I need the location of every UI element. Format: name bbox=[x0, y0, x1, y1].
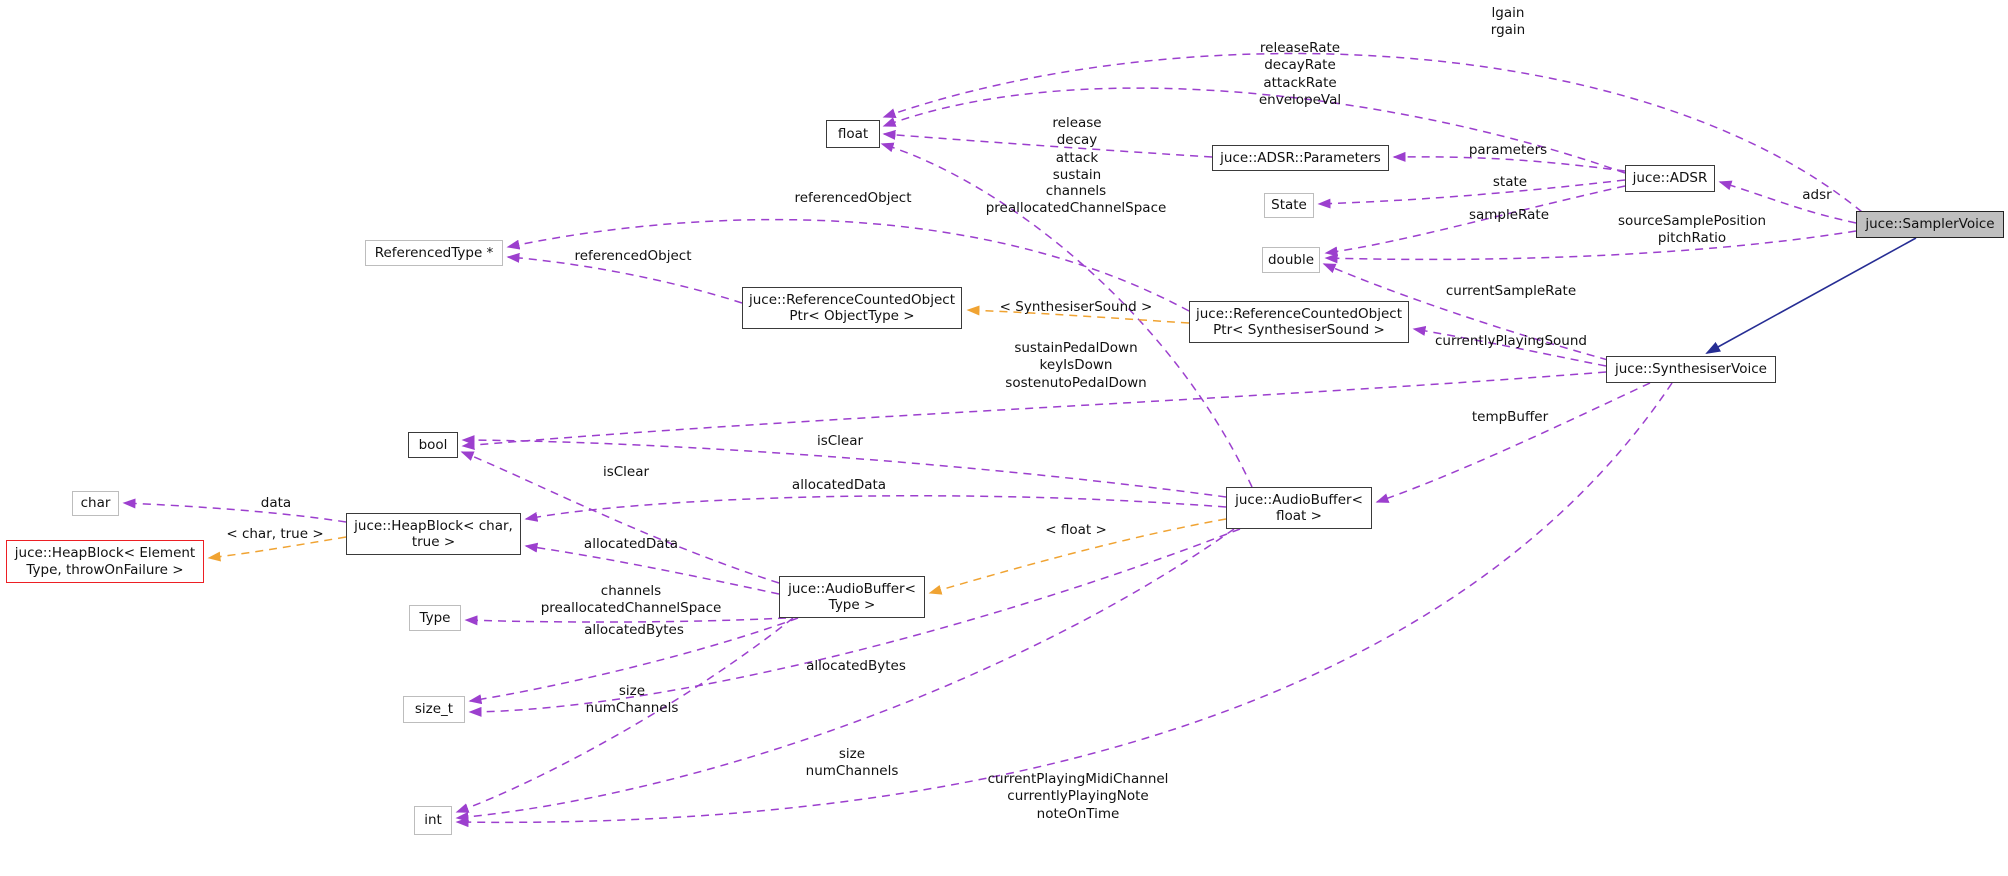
edge-currentlyPlayingSound bbox=[1412, 325, 1607, 367]
edge-label-releaseRates: releaseRate decayRate attackRate envelop… bbox=[1258, 40, 1342, 108]
edge-label-release: release decay attack sustain bbox=[1052, 115, 1102, 183]
edge-label-state: state bbox=[1492, 174, 1528, 190]
edge-label-curSound: currentlyPlayingSound bbox=[1435, 333, 1587, 349]
edge-midi-fields bbox=[455, 382, 1673, 828]
edge-label-tmpl-ss: < SynthesiserSound > bbox=[999, 299, 1153, 315]
edge-label-tempBuffer: tempBuffer bbox=[1471, 409, 1549, 425]
node-sizet: size_t bbox=[403, 696, 465, 723]
edge-template-char-true bbox=[207, 536, 347, 562]
edge-label-channels-f: channels preallocatedChannelSpace bbox=[985, 183, 1167, 217]
node-sampler: juce::SamplerVoice bbox=[1856, 211, 2004, 238]
edge-label-allocBytes1: allocatedBytes bbox=[584, 622, 684, 638]
node-ab-type[interactable]: juce::AudioBuffer< Type > bbox=[779, 576, 925, 618]
edge-inheritance bbox=[1705, 237, 1917, 354]
edge-size-2 bbox=[455, 528, 1235, 822]
edge-parameters bbox=[1392, 151, 1626, 172]
edge-state bbox=[1317, 179, 1626, 209]
edge-referencedObject-2 bbox=[506, 252, 743, 304]
edge-label-parameters: parameters bbox=[1468, 142, 1548, 158]
edge-label-data: data bbox=[260, 495, 292, 511]
edge-label-srcpos: sourceSamplePosition pitchRatio bbox=[1617, 213, 1767, 247]
edge-label-isClear1: isClear bbox=[816, 433, 864, 449]
edge-data bbox=[122, 498, 347, 523]
edge-label-refobj2: referencedObject bbox=[574, 248, 692, 264]
edge-label-adsr: adsr bbox=[1802, 187, 1832, 203]
node-char: char bbox=[72, 491, 119, 516]
edge-label-allocData2: allocatedData bbox=[583, 536, 679, 552]
edge-label-tmpl-float: < float > bbox=[1045, 522, 1107, 538]
node-ab-float[interactable]: juce::AudioBuffer< float > bbox=[1226, 487, 1372, 529]
edge-adsr bbox=[1718, 180, 1857, 224]
edge-label-sampleRate: sampleRate bbox=[1468, 207, 1550, 223]
node-rcop-ss[interactable]: juce::ReferenceCountedObject Ptr< Synthe… bbox=[1189, 301, 1409, 343]
node-heap-elem[interactable]: juce::HeapBlock< Element Type, throwOnFa… bbox=[6, 540, 204, 583]
edge-allocatedData-2 bbox=[524, 542, 780, 595]
edge-label-size2: size numChannels bbox=[805, 746, 899, 780]
edge-label-lgain: lgain rgain bbox=[1490, 5, 1526, 39]
edge-sourceSamplePosition bbox=[1324, 230, 1857, 264]
edge-currentSampleRate bbox=[1322, 263, 1609, 361]
edge-release-rates bbox=[882, 87, 1626, 174]
node-reftype: ReferencedType * bbox=[365, 240, 503, 266]
edge-template-float bbox=[928, 518, 1227, 595]
edge-lgain-rgain bbox=[882, 52, 1863, 213]
edge-tempBuffer bbox=[1375, 382, 1651, 503]
edge-referencedObject-1 bbox=[506, 218, 1190, 312]
edge-label-midi: currentPlayingMidiChannel currentlyPlayi… bbox=[987, 771, 1169, 822]
edge-allocatedBytes-1 bbox=[468, 617, 799, 705]
edge-label-channels-t: channels preallocatedChannelSpace bbox=[540, 583, 722, 617]
edge-release-decay bbox=[882, 129, 1213, 158]
node-rcop-obj[interactable]: juce::ReferenceCountedObject Ptr< Object… bbox=[742, 287, 962, 329]
edge-allocatedBytes-2 bbox=[468, 528, 1241, 717]
node-adsr[interactable]: juce::ADSR bbox=[1625, 165, 1715, 192]
node-heap-char[interactable]: juce::HeapBlock< char, true > bbox=[346, 513, 521, 555]
node-synthvoice[interactable]: juce::SynthesiserVoice bbox=[1606, 356, 1776, 383]
node-state: State bbox=[1264, 193, 1314, 218]
edge-template-synthesisersound bbox=[966, 305, 1190, 324]
edge-label-tmpl-char: < char, true > bbox=[226, 526, 324, 542]
node-int: int bbox=[414, 806, 452, 835]
node-params[interactable]: juce::ADSR::Parameters bbox=[1212, 145, 1389, 171]
edge-channels-type bbox=[464, 615, 787, 626]
edge-label-allocBytes2: allocatedBytes bbox=[806, 658, 906, 674]
edge-isClear-2 bbox=[460, 451, 780, 584]
edge-label-pedals: sustainPedalDown keyIsDown sostenutoPeda… bbox=[1005, 340, 1147, 391]
node-type: Type bbox=[409, 605, 461, 631]
edge-sampleRate bbox=[1324, 185, 1626, 257]
edge-pedals bbox=[461, 371, 1607, 450]
edge-label-refobj1: referencedObject bbox=[794, 190, 912, 206]
edge-label-size1: size numChannels bbox=[585, 683, 679, 717]
edge-channels-float bbox=[880, 142, 1253, 488]
node-double: double bbox=[1262, 247, 1320, 273]
edge-label-curSR: currentSampleRate bbox=[1445, 283, 1577, 299]
edge-isClear-1 bbox=[461, 435, 1227, 498]
edge-label-isClear2: isClear bbox=[602, 464, 650, 480]
node-bool: bool bbox=[408, 432, 458, 458]
node-float: float bbox=[826, 120, 880, 148]
edge-label-allocData1: allocatedData bbox=[791, 477, 887, 493]
edge-allocatedData-1 bbox=[524, 495, 1227, 522]
